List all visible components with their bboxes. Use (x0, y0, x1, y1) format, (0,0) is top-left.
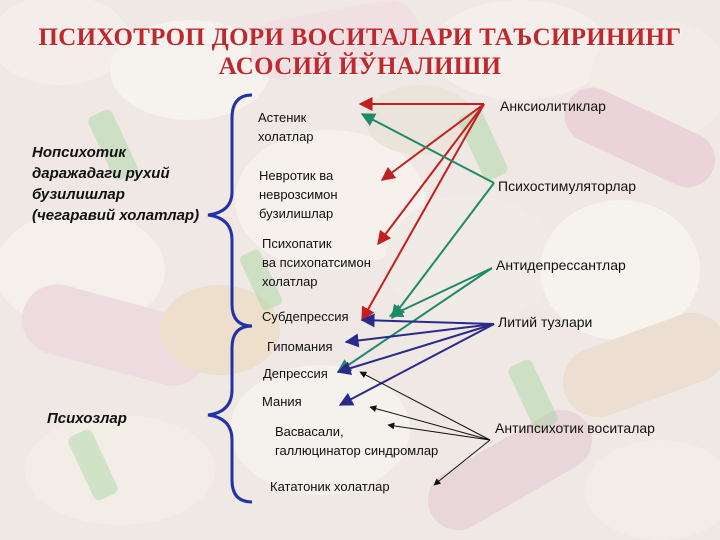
arrow-antipsychotics-to-delusions (387, 422, 491, 441)
condition-hypomania: Гипомания (267, 339, 333, 354)
group-psychoses-label: Психозлар (47, 410, 127, 427)
title-line-2: АСОСИЙ ЙЎНАЛИШИ (218, 53, 502, 80)
group-neurotic-label: Нопсихотик даражадаги рухий бузилишлар (… (32, 144, 200, 224)
arrow-lithium-to-mania (338, 323, 495, 406)
brace-neurotic (207, 93, 253, 328)
arrow-antidepressants-to-depression (336, 267, 493, 373)
title-line-1: ПСИХОТРОП ДОРИ ВОСИТАЛАРИ ТАЪСИРИНИНГ (38, 24, 682, 51)
condition-psychopathic: Психопатик ва психопатсимон холатлар (262, 236, 371, 289)
drug-lithium: Литий тузлари (498, 314, 593, 330)
arrow-anxiolytics-to-subdepression (361, 103, 485, 322)
arrow-antipsychotics-to-catatonic (433, 439, 491, 486)
condition-neurotic: Невротик ва неврозсимон бузилишлар (259, 168, 338, 221)
arrow-lithium-to-hypomania (344, 323, 495, 348)
arrow-anxiolytics-to-psychopathic (377, 103, 485, 246)
arrow-psychostimulants-to-asthenic (360, 113, 495, 184)
brace-psychoses (207, 324, 253, 504)
condition-delusions: Васвасали, галлюцинатор синдромлар (275, 424, 439, 458)
arrow-antipsychotics-to-mania (369, 405, 491, 441)
condition-depression: Депрессия (263, 366, 328, 381)
drug-antipsychotics: Антипсихотик воситалар (495, 420, 655, 436)
arrow-anxiolytics-to-neurotic (380, 103, 485, 181)
arrow-antidepressants-to-subdepression (388, 267, 493, 317)
arrow-psychostimulants-to-subdepression (391, 182, 495, 320)
arrow-antipsychotics-to-depression (359, 371, 491, 441)
condition-catatonic: Кататоник холатлар (270, 479, 390, 494)
arrow-lithium-to-depression (336, 323, 495, 375)
condition-mania: Мания (262, 394, 302, 409)
drug-anxiolytics: Анксиолитиклар (500, 98, 606, 114)
drug-psychostimulants: Психостимуляторлар (498, 178, 637, 194)
arrow-lithium-to-subdepression (360, 313, 495, 328)
condition-subdepression: Субдепрессия (262, 309, 349, 324)
condition-asthenic: Астеник холатлар (258, 110, 314, 144)
drug-antidepressants: Антидепрессантлар (496, 257, 626, 273)
